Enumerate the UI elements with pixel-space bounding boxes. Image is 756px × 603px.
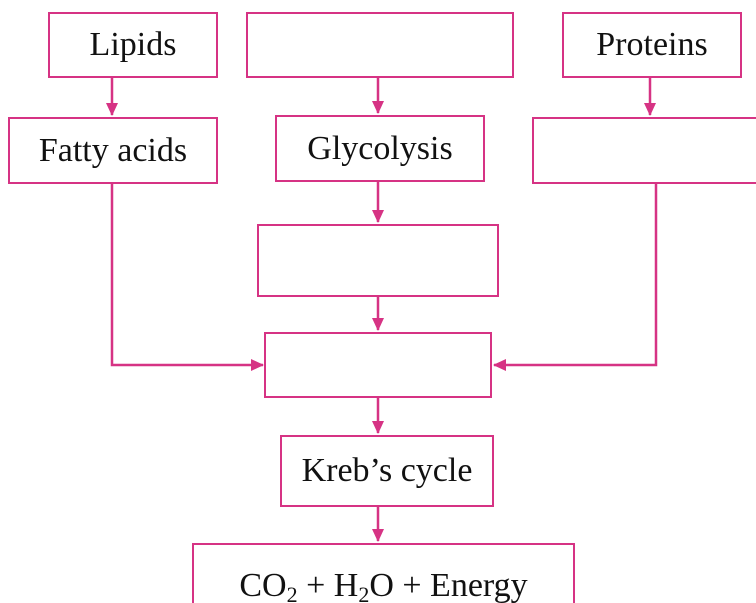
node-carbohydrates-blank [246, 12, 514, 78]
node-glycolysis: Glycolysis [275, 115, 485, 182]
arrow-amino-acids-to-acetyl-coa [493, 184, 658, 371]
node-final-products-label: CO2 + H2O + Energy [239, 567, 528, 603]
node-pyruvate-blank [257, 224, 499, 297]
node-proteins: Proteins [562, 12, 742, 78]
node-final-products: CO2 + H2O + Energy [192, 543, 575, 603]
node-krebs-cycle: Kreb’s cycle [280, 435, 494, 507]
node-fatty-acids-label: Fatty acids [38, 131, 188, 169]
node-amino-acids-blank [532, 117, 756, 184]
node-proteins-label: Proteins [596, 26, 708, 63]
node-lipids: Lipids [48, 12, 218, 78]
node-lipids-label: Lipids [89, 26, 177, 63]
node-glycolysis-label: Glycolysis [307, 129, 453, 167]
node-krebs-cycle-label: Kreb’s cycle [301, 452, 473, 489]
node-fatty-acids: Fatty acids [8, 117, 218, 184]
node-acetyl-coa-blank [264, 332, 492, 398]
arrow-fatty-acids-to-acetyl-coa [110, 184, 264, 371]
